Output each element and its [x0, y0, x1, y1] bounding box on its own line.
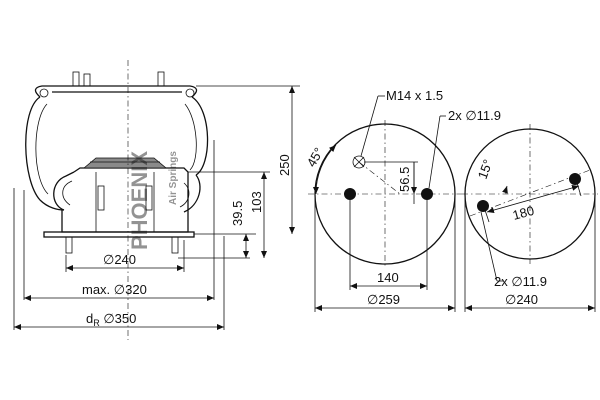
dr-subscript: R — [93, 318, 100, 328]
dim-label-250: 250 — [277, 154, 292, 176]
top-bolt-hole-right — [421, 188, 433, 200]
top-angle-label: 45° — [304, 145, 327, 170]
top-holes-label: 2x ∅11.9 — [448, 108, 501, 123]
dim-label-240: ∅240 — [103, 252, 136, 267]
bottom-bolt-hole-left — [477, 200, 489, 212]
top-offset-label: 56.5 — [397, 167, 412, 192]
top-spacing-label: 140 — [377, 270, 399, 285]
phoenix-watermark: PHOENIX — [127, 151, 152, 250]
dim-label-max-320: max. ∅320 — [82, 282, 147, 297]
air-springs-watermark: Air Springs — [168, 151, 179, 205]
dim-label-39-5: 39.5 — [230, 201, 245, 226]
bottom-spacing-label: 180 — [511, 203, 536, 223]
bottom-diameter-label: ∅240 — [505, 292, 538, 307]
dr-value: ∅350 — [100, 311, 137, 326]
thread-label: M14 x 1.5 — [386, 88, 443, 103]
top-bolt-hole-left — [344, 188, 356, 200]
bottom-plate-view — [462, 124, 598, 312]
bottom-bolt-hole-right — [569, 173, 581, 185]
bottom-holes-label: 2x ∅11.9 — [494, 274, 547, 289]
dim-label-103: 103 — [249, 191, 264, 213]
top-diameter-label: ∅259 — [367, 292, 400, 307]
bottom-angle-label: 15° — [475, 157, 496, 181]
air-spring-side-view — [13, 60, 300, 340]
dr-prefix: d — [86, 311, 93, 326]
top-plate-view — [308, 95, 462, 312]
dim-label-dr-350: dR ∅350 — [86, 311, 136, 328]
